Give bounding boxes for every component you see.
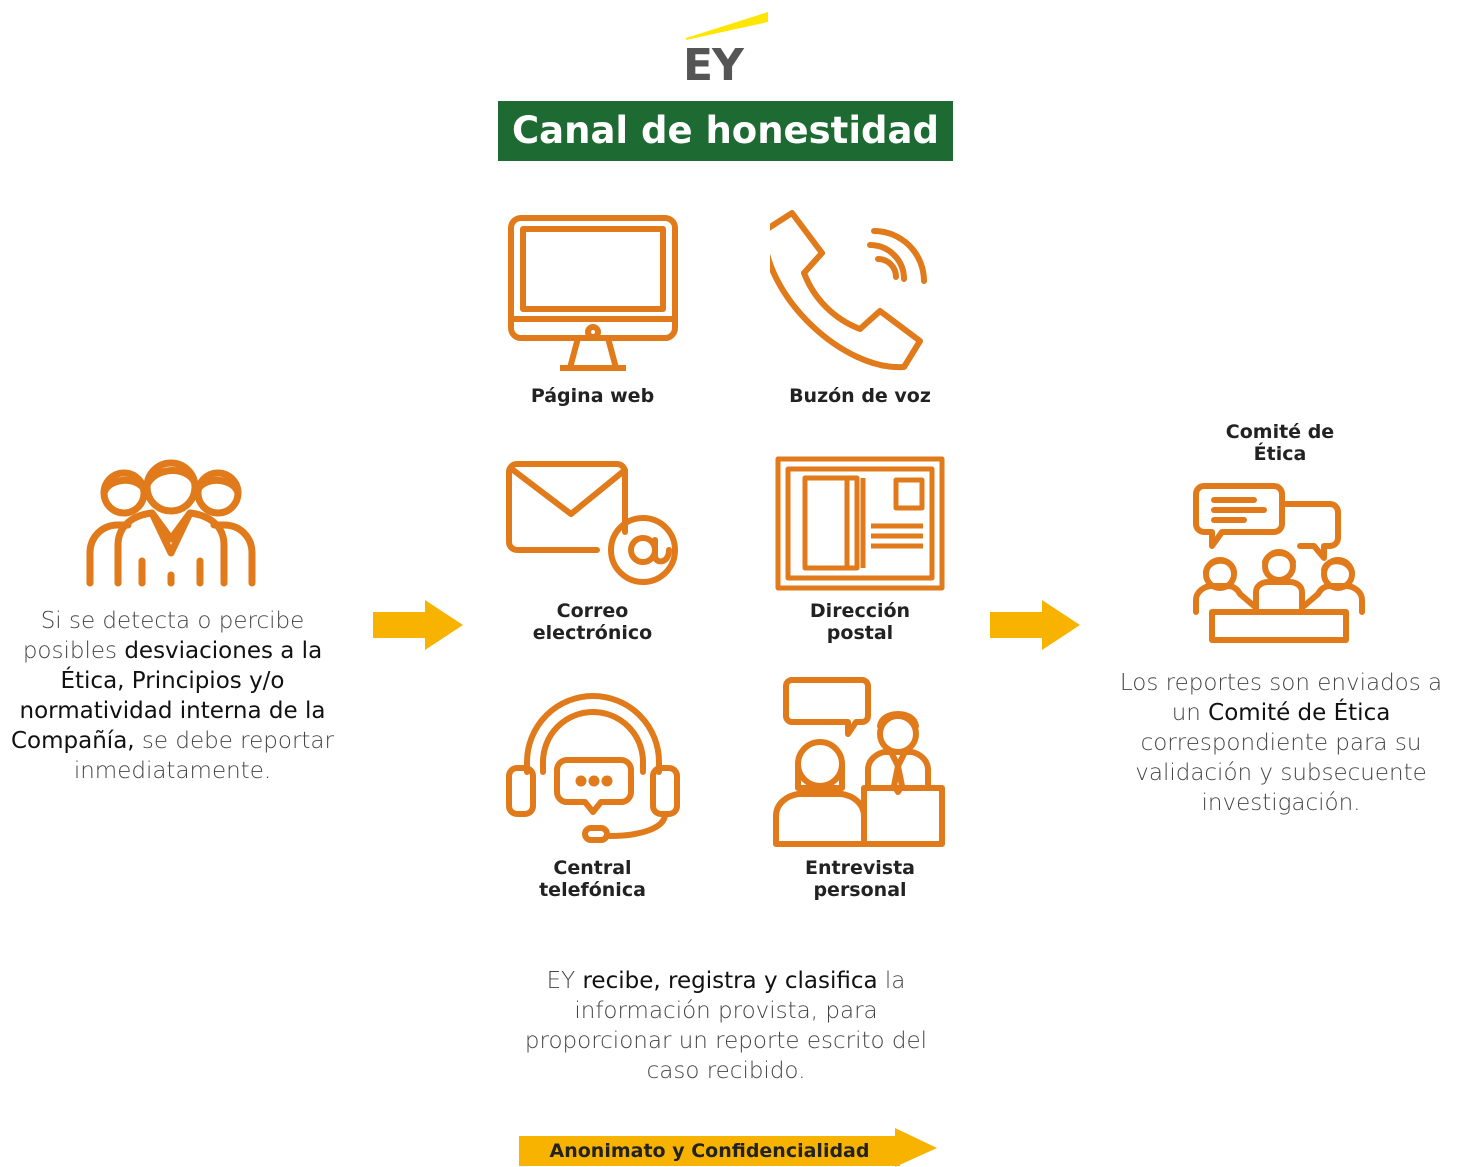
- people-group-icon: [82, 455, 260, 590]
- headset-icon: [505, 690, 680, 845]
- ey-logo-beam: [686, 12, 768, 40]
- anonymity-label: Anonimato y Confidencialidad: [519, 1136, 900, 1166]
- envelope-at-icon: [505, 460, 680, 588]
- ey-logo-text: EY: [683, 40, 744, 91]
- committee-heading-line1: Comité de: [1225, 421, 1335, 443]
- channel-label-email-line1: Correo: [556, 600, 629, 622]
- channel-label-interview-line2: personal: [813, 879, 907, 901]
- channel-label-email-line2: electrónico: [532, 622, 653, 644]
- ey-logo: EY: [680, 10, 775, 91]
- center-description: EY recibe, registra y clasifica la infor…: [524, 968, 928, 1084]
- left-description: Si se detecta o percibe posibles desviac…: [11, 608, 334, 784]
- channel-label-postal-line1: Dirección: [809, 600, 911, 622]
- channel-label-postal: Dirección postal: [770, 600, 950, 644]
- phone-icon: [770, 205, 950, 380]
- right-description: Los reportes son enviados a un Comité de…: [1119, 670, 1443, 816]
- committee-heading-line2: Ética: [1253, 443, 1307, 465]
- channel-label-voicemail: Buzón de voz: [789, 385, 931, 407]
- channel-label-interview-line1: Entrevista: [805, 857, 915, 879]
- arrow-head-icon: [895, 1128, 937, 1167]
- postcard-icon: [775, 456, 945, 591]
- committee-meeting-icon: [1192, 482, 1366, 644]
- monitor-icon: [508, 215, 678, 375]
- arrow-right-icon: [373, 600, 463, 650]
- channel-label-callcenter-line2: telefónica: [539, 879, 646, 901]
- channel-label-web: Página web: [530, 385, 655, 407]
- page-title: Canal de honestidad: [498, 101, 953, 161]
- channel-label-callcenter-line1: Central: [553, 857, 632, 879]
- channel-label-interview: Entrevista personal: [770, 857, 950, 901]
- channel-label-email: Correo electrónico: [500, 600, 685, 644]
- committee-heading: Comité de Ética: [1190, 421, 1370, 465]
- interview-icon: [772, 676, 947, 848]
- channel-label-callcenter: Central telefónica: [500, 857, 685, 901]
- arrow-right-icon: [990, 600, 1080, 650]
- channel-label-postal-line2: postal: [826, 622, 894, 644]
